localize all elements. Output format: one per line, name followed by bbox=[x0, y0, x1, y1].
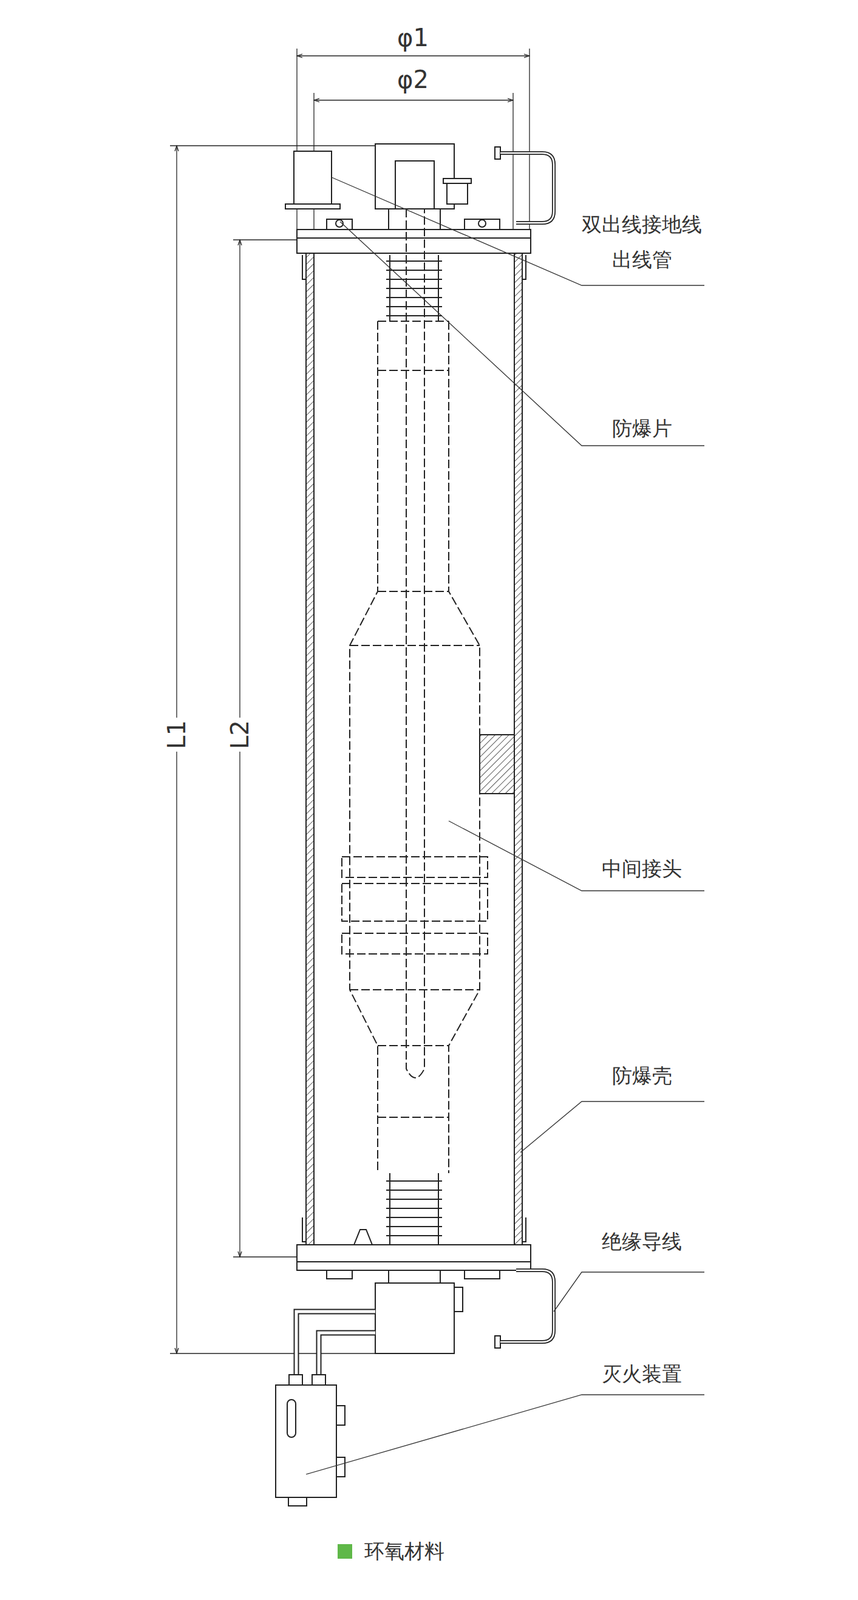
intermediate-joint bbox=[341, 208, 488, 1174]
part-label: 双出线接地线 bbox=[581, 213, 702, 236]
dimension-label: φ2 bbox=[397, 66, 429, 93]
part-label: 绝缘导线 bbox=[601, 1230, 682, 1253]
legend-text: 环氧材料 bbox=[364, 1540, 445, 1563]
part-label: 防爆壳 bbox=[612, 1065, 673, 1087]
explosion-proof-shell bbox=[302, 253, 526, 1245]
dimension-label: L1 bbox=[162, 717, 192, 752]
insulated-wire bbox=[500, 1270, 554, 1342]
insulated-wire-core bbox=[500, 1270, 554, 1342]
dimension-label: L2 bbox=[225, 717, 255, 752]
bellows bbox=[386, 255, 443, 1245]
part-label: 中间接头 bbox=[601, 858, 682, 880]
part-label: 出线管 bbox=[612, 248, 673, 271]
part-label: 灭火装置 bbox=[601, 1363, 682, 1386]
fire-extinguisher bbox=[275, 1374, 345, 1506]
part-label: 防爆片 bbox=[612, 417, 673, 440]
leader-lines bbox=[306, 177, 705, 1475]
ground-wire bbox=[500, 153, 554, 223]
legend-swatch bbox=[337, 1544, 353, 1559]
extinguisher-pipes bbox=[296, 1311, 376, 1379]
top-flange bbox=[285, 143, 531, 254]
ground-wire-core bbox=[500, 153, 554, 223]
dimension-label: φ1 bbox=[397, 24, 429, 52]
